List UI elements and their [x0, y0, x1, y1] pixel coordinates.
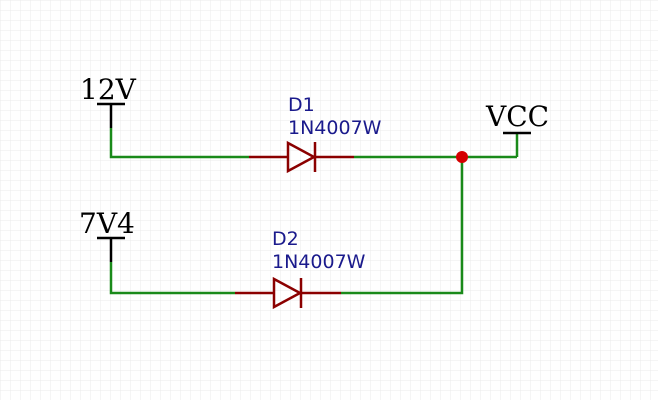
diode-d1-designator: D1: [288, 94, 315, 116]
wire-7v4[interactable]: [109, 262, 235, 295]
diode-d1[interactable]: D1 1N4007W: [249, 94, 382, 174]
diode-d1-anode-triangle: [286, 140, 317, 174]
power-port-12v[interactable]: 12V: [80, 73, 137, 128]
diode-d2-anode-triangle: [272, 276, 303, 310]
power-label-vcc: VCC: [485, 100, 549, 133]
junction-dot[interactable]: [456, 151, 468, 163]
diode-d2-designator: D2: [272, 228, 299, 250]
power-port-vcc[interactable]: VCC: [485, 100, 549, 135]
diode-d1-part: 1N4007W: [288, 117, 382, 139]
wire-d2-vcc[interactable]: [341, 157, 464, 295]
diode-d2-part: 1N4007W: [272, 251, 366, 273]
power-port-7v4[interactable]: 7V4: [79, 207, 135, 262]
diode-d2[interactable]: D2 1N4007W: [235, 228, 366, 310]
wire-12v[interactable]: [109, 128, 249, 159]
power-label-7v4: 7V4: [79, 207, 135, 240]
wires: [109, 128, 519, 295]
power-label-12v: 12V: [80, 73, 137, 106]
